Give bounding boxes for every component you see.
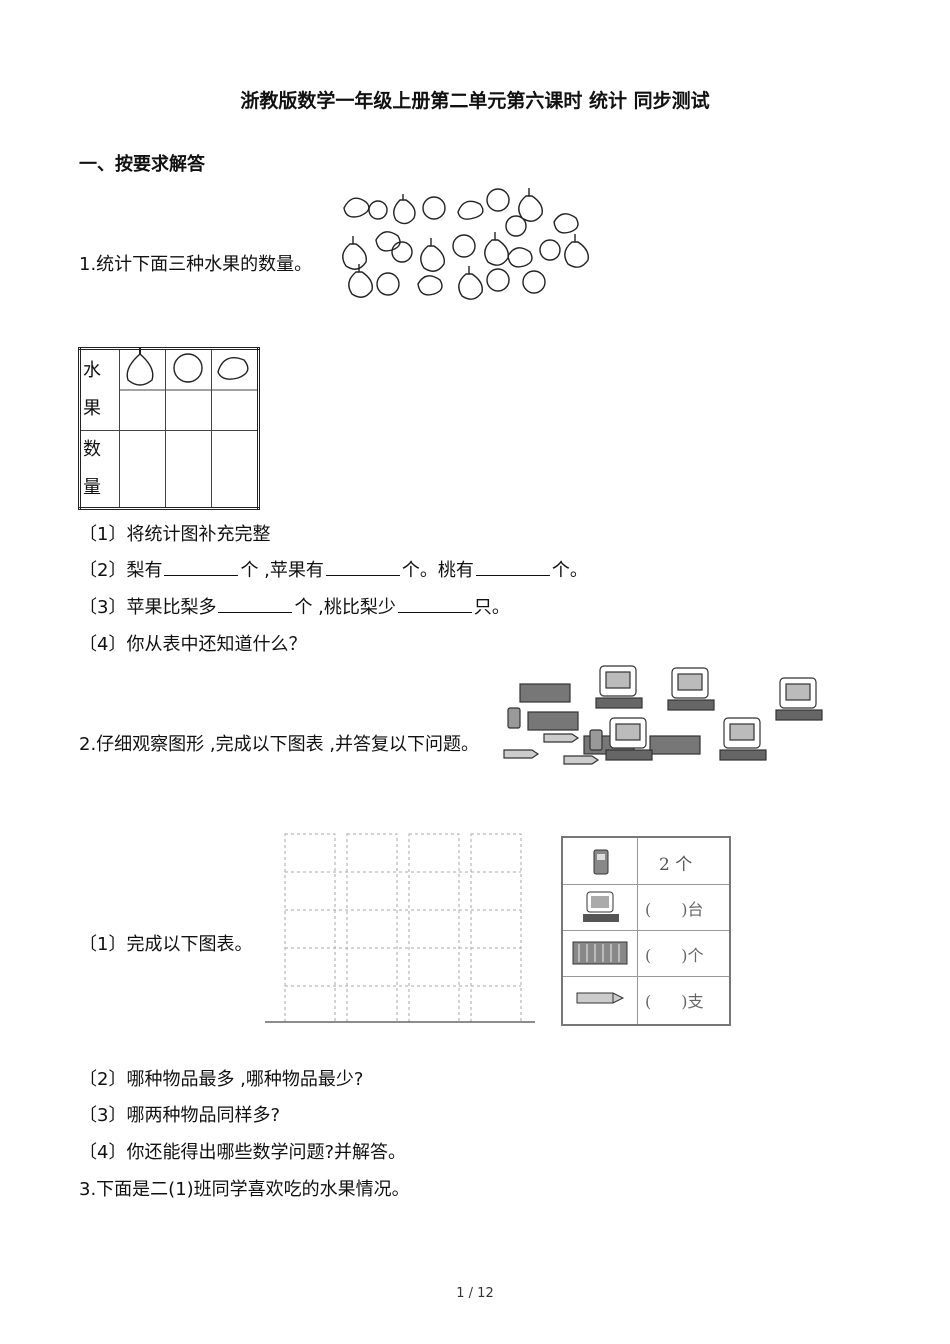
pear-count-cell[interactable] bbox=[119, 430, 166, 509]
abacus-icon bbox=[519, 683, 701, 755]
section-heading: 一、按要求解答 bbox=[79, 154, 205, 175]
peach-icon bbox=[212, 357, 257, 391]
abacus-icon bbox=[572, 941, 628, 965]
page-number: 1 / 12 bbox=[456, 1286, 494, 1301]
fruit-header-cell: 水 果 bbox=[79, 348, 120, 431]
computer-icon bbox=[583, 891, 619, 922]
q2-sub3: 〔3〕哪两种物品同样多? bbox=[79, 1105, 281, 1126]
phone-count: 2 个 bbox=[659, 855, 693, 875]
q2-sub2: 〔2〕哪种物品最多 ,哪种物品最少? bbox=[79, 1069, 364, 1090]
fruit-cluster-image bbox=[342, 188, 589, 300]
apple-count-cell[interactable] bbox=[165, 430, 212, 509]
blank-graph-grid[interactable] bbox=[265, 828, 537, 1026]
page-title: 浙教版数学一年级上册第二单元第六课时 统计 同步测试 bbox=[240, 90, 710, 112]
pencil-icon bbox=[576, 992, 625, 1004]
peach-count-cell[interactable] bbox=[211, 430, 259, 509]
q2-prompt: 2.仔细观察图形 ,完成以下图表 ,并答复以下问题。 bbox=[79, 734, 480, 755]
q1-sub1: 〔1〕将统计图补充完整 bbox=[79, 524, 271, 545]
abacus-count[interactable]: ()个 bbox=[645, 946, 704, 965]
q2-sub4: 〔4〕你还能得出哪些数学问题?并解答。 bbox=[79, 1142, 407, 1163]
pear-icon bbox=[120, 348, 165, 391]
fruit-count-table: 水 果 数 量 bbox=[78, 347, 260, 510]
q3-prompt: 3.下面是二(1)班同学喜欢吃的水果情况。 bbox=[79, 1179, 410, 1200]
peach-less-blank[interactable] bbox=[397, 596, 472, 613]
computer-count[interactable]: ()台 bbox=[645, 900, 704, 919]
quantity-header-cell: 数 量 bbox=[79, 430, 120, 509]
pear-blank[interactable] bbox=[164, 559, 239, 576]
pear-cell bbox=[119, 348, 166, 431]
peach-cell bbox=[211, 348, 259, 431]
objects-scene-image bbox=[503, 665, 823, 765]
peach-blank[interactable] bbox=[475, 559, 550, 576]
apple-icon bbox=[166, 353, 211, 391]
pencil-count[interactable]: ()支 bbox=[645, 992, 704, 1011]
apple-more-blank[interactable] bbox=[218, 596, 293, 613]
item-count-table: 2 个 ()台 ()个 ()支 bbox=[561, 836, 731, 1026]
apple-blank[interactable] bbox=[325, 559, 400, 576]
phone-icon bbox=[593, 849, 609, 875]
q1-sub4: 〔4〕你从表中还知道什么？ bbox=[79, 634, 307, 655]
q1-sub3: 〔3〕苹果比梨多个 ,桃比梨少只。 bbox=[79, 596, 510, 618]
apple-cell bbox=[165, 348, 212, 431]
q1-prompt: 1.统计下面三种水果的数量。 bbox=[79, 254, 313, 275]
q2-sub1: 〔1〕完成以下图表。 bbox=[79, 934, 253, 955]
q1-sub2: 〔2〕梨有个 ,苹果有个。桃有个。 bbox=[79, 559, 588, 581]
